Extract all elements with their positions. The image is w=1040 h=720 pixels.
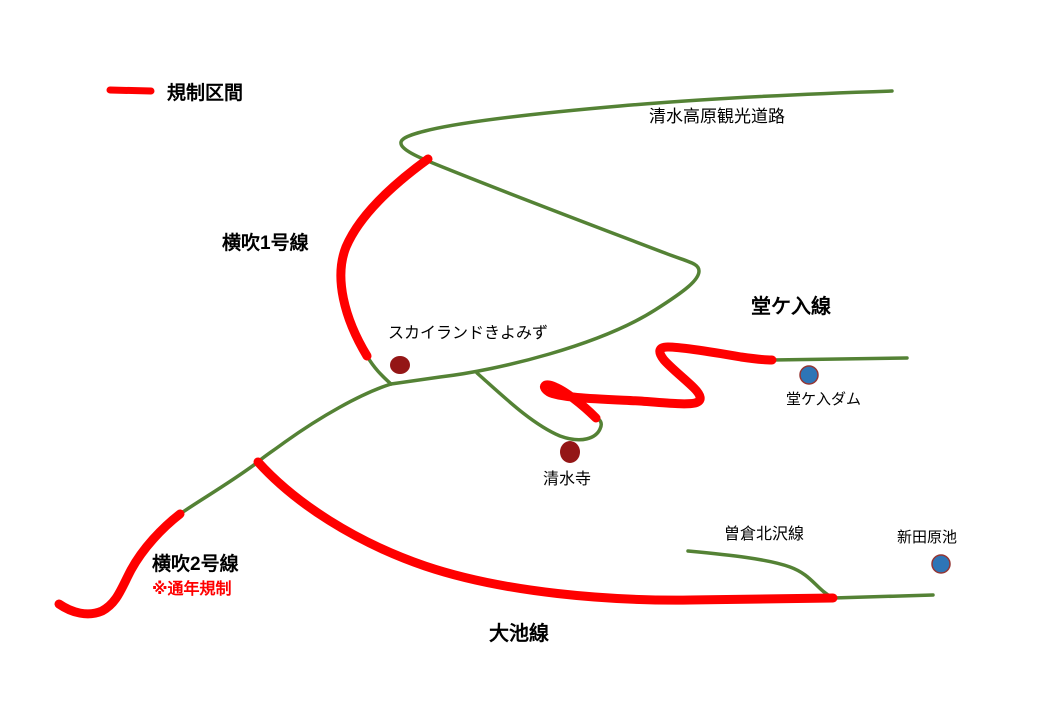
label-yokobuki2: 横吹2号線 — [152, 552, 239, 575]
road-junction-to-southwest — [178, 382, 393, 516]
label-dogairi: 堂ケ入線 — [751, 294, 831, 318]
restricted-yokobuki2 — [54, 509, 185, 619]
label-nittahara-ike: 新田原池 — [897, 529, 957, 546]
road-oike-green-east — [831, 593, 935, 600]
label-shimizu-kogen-kanko: 清水高原観光道路 — [649, 107, 785, 126]
nittahara-ike-dot — [931, 554, 951, 574]
legend-restricted-label: 規制区間 — [167, 81, 243, 104]
label-dogairi-dam: 堂ケ入ダム — [786, 391, 861, 408]
label-oike: 大池線 — [489, 621, 549, 645]
label-skyland-kiyomizu: スカイランドきよみず — [388, 324, 548, 342]
restricted-oike — [253, 457, 838, 605]
legend-restricted-line — [106, 86, 155, 95]
road-yokobuki1-green-stub — [365, 354, 393, 386]
road-kiyomizudera-branch — [475, 371, 603, 442]
label-kiyomizudera: 清水寺 — [543, 470, 591, 488]
label-yokobuki2-note: ※通年規制 — [152, 579, 232, 598]
label-sokura-kitazawa: 曽倉北沢線 — [724, 525, 804, 543]
skyland-kiyomizu-dot — [390, 356, 410, 374]
label-yokobuki1: 横吹1号線 — [222, 231, 309, 254]
dogairi-dam-dot — [799, 365, 819, 385]
road-dogairi-green-east — [770, 356, 909, 362]
road-sokura-kitazawa — [686, 549, 835, 600]
kiyomizudera-dot — [560, 441, 580, 463]
restricted-yokobuki1 — [336, 154, 433, 361]
restricted-dogairi-zigzag — [539, 342, 777, 423]
road-shimizu-kogen-kanko — [389, 89, 894, 386]
